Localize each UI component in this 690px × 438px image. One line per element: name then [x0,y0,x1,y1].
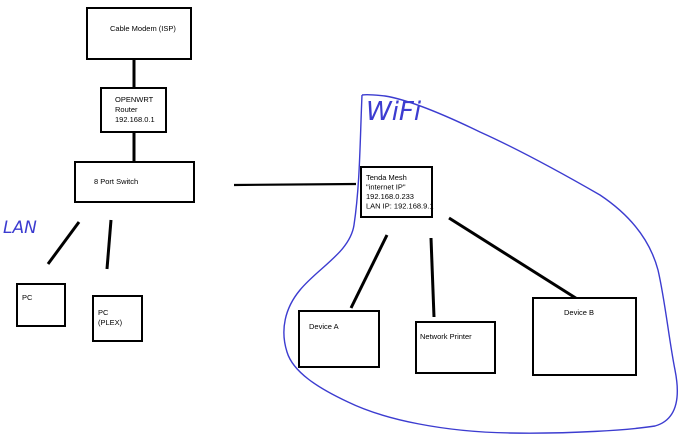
lan-annotation: LAN [3,218,37,238]
node-switch-box [74,161,195,203]
node-pc2: PC (PLEX) [92,295,143,342]
node-printer-label: Network Printer [420,332,472,341]
node-pc1-label: PC [22,293,33,302]
node-router-line: 192.168.0.1 [115,115,155,124]
node-modem-line: Cable Modem (ISP) [110,24,176,33]
link-tenda-device-b [448,216,583,304]
node-modem-label: Cable Modem (ISP) [110,24,176,33]
node-tenda: Tenda Mesh "internet IP" 192.168.0.233 L… [360,166,434,218]
node-pc1: PC [16,283,66,327]
node-device-a-box [298,310,380,368]
node-pc2-label: PC (PLEX) [98,308,123,327]
node-router-label: OPENWRT Router 192.168.0.1 [115,95,155,124]
node-pc1-box [16,283,66,327]
node-router-line: Router [115,105,138,114]
node-switch-label: 8 Port Switch [94,177,138,186]
node-printer-box [415,321,496,374]
node-tenda-label: Tenda Mesh "internet IP" 192.168.0.233 L… [366,173,434,211]
node-switch: 8 Port Switch [74,161,195,203]
wifi-zone-outline [283,93,679,434]
node-tenda-box [360,166,433,218]
link-tenda-device-a [349,234,389,309]
node-device-b-label: Device B [564,308,594,317]
link-tenda-printer [429,237,436,318]
node-pc2-line: PC [98,308,109,317]
node-pc2-box [92,295,143,342]
node-device-b: Device B [532,297,637,376]
node-printer-line: Network Printer [420,332,472,341]
node-printer: Network Printer [415,321,496,374]
node-device-a: Device A [298,310,380,368]
node-router-line: OPENWRT [115,95,154,104]
node-modem: Cable Modem (ISP) [86,7,192,60]
link-lan-pc2 [105,219,113,270]
node-pc1-line: PC [22,293,33,302]
node-router-box [100,87,167,133]
link-lan-pc1 [46,221,81,265]
node-device-a-label: Device A [309,322,339,331]
node-router: OPENWRT Router 192.168.0.1 [100,87,167,133]
node-device-b-box [532,297,637,376]
wifi-annotation: WiFi [366,97,422,127]
node-pc2-line: (PLEX) [98,318,123,327]
node-switch-line: 8 Port Switch [94,177,138,186]
node-modem-box [86,7,192,60]
node-tenda-line: LAN IP: 192.168.9.1 [366,202,434,211]
node-tenda-line: 192.168.0.233 [366,192,414,201]
node-device-a-line: Device A [309,322,339,331]
connections [46,59,583,318]
node-tenda-line: "internet IP" [366,183,406,192]
node-device-b-line: Device B [564,308,594,317]
node-tenda-line: Tenda Mesh [366,173,407,182]
link-switch-tenda [233,182,357,187]
